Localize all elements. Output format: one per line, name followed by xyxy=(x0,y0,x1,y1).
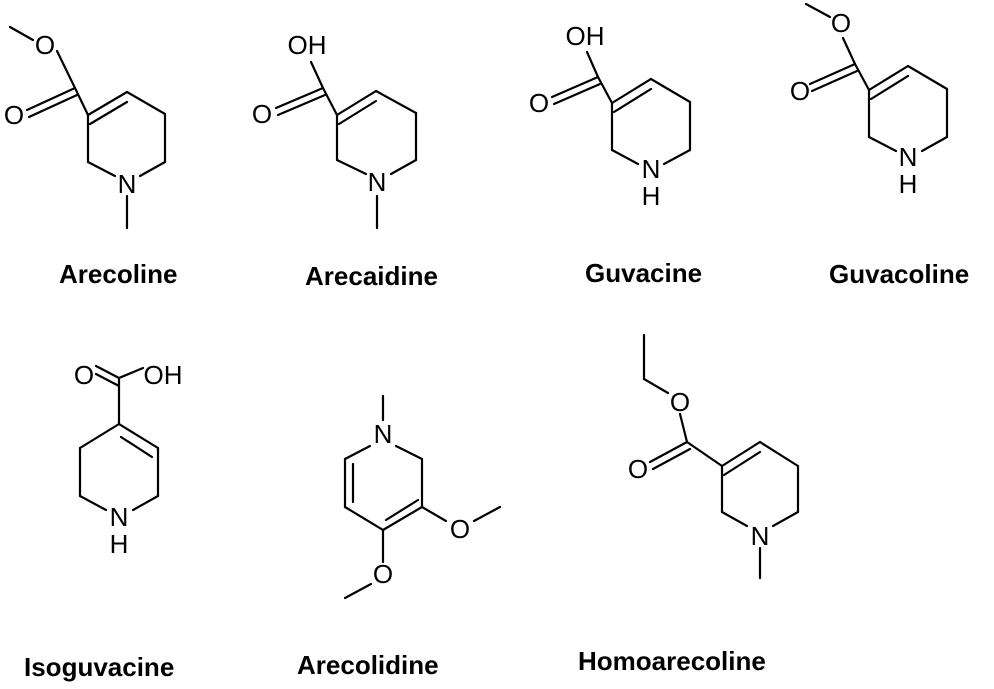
guvacine-structure xyxy=(550,50,692,166)
arecaidine-hydroxyl-label: OH xyxy=(288,30,327,60)
guvacoline-ester-oxygen-label: O xyxy=(831,8,851,38)
homoarecoline-nitrogen-label: N xyxy=(751,521,770,551)
isoguvacine-nitrogen-label: N xyxy=(110,502,129,532)
isoguvacine-carbonyl-oxygen-label: O xyxy=(74,360,94,390)
arecaidine-carbonyl-oxygen-label: O xyxy=(252,99,272,129)
isoguvacine-structure xyxy=(78,364,160,512)
guvacoline-structure xyxy=(804,2,949,153)
isoguvacine-nh-hydrogen-label: H xyxy=(110,529,129,559)
guvacine-hydroxyl-label: OH xyxy=(566,21,605,51)
compound-name-arecoline: Arecoline xyxy=(59,259,178,289)
arecolidine-nitrogen-label: N xyxy=(374,419,393,449)
arecoline-structure xyxy=(8,25,167,230)
guvacoline-nitrogen-label: N xyxy=(899,142,918,172)
arecoline-carbonyl-oxygen-label: O xyxy=(4,100,24,130)
compound-name-arecolidine: Arecolidine xyxy=(297,650,439,680)
homoarecoline-ester-oxygen-label: O xyxy=(670,387,690,417)
arecolidine-bottom-methoxy-oxygen-label: O xyxy=(373,559,393,589)
guvacoline-carbonyl-oxygen-label: O xyxy=(790,76,810,106)
compound-name-guvacine: Guvacine xyxy=(585,258,703,288)
arecoline-ester-oxygen-label: O xyxy=(35,30,55,60)
arecolidine-right-methoxy-oxygen-label: O xyxy=(450,514,470,544)
compound-name-homoarecoline: Homoarecoline xyxy=(578,646,766,676)
guvacine-nitrogen-label: N xyxy=(642,154,661,184)
homoarecoline-carbonyl-oxygen-label: O xyxy=(628,454,648,484)
guvacine-carbonyl-oxygen-label: O xyxy=(529,88,549,118)
guvacine-nh-hydrogen-label: H xyxy=(642,181,661,211)
compound-name-isoguvacine: Isoguvacine xyxy=(24,652,175,682)
compound-name-guvacoline: Guvacoline xyxy=(829,259,970,289)
arecaidine-nitrogen-label: N xyxy=(368,167,387,197)
arecolidine-structure xyxy=(343,394,502,600)
isoguvacine-hydroxyl-label: OH xyxy=(144,360,183,390)
guvacoline-nh-hydrogen-label: H xyxy=(899,169,918,199)
arecaidine-structure xyxy=(274,60,418,230)
compound-name-arecaidine: Arecaidine xyxy=(305,261,438,291)
arecoline-nitrogen-label: N xyxy=(118,169,137,199)
homoarecoline-structure xyxy=(642,333,800,580)
